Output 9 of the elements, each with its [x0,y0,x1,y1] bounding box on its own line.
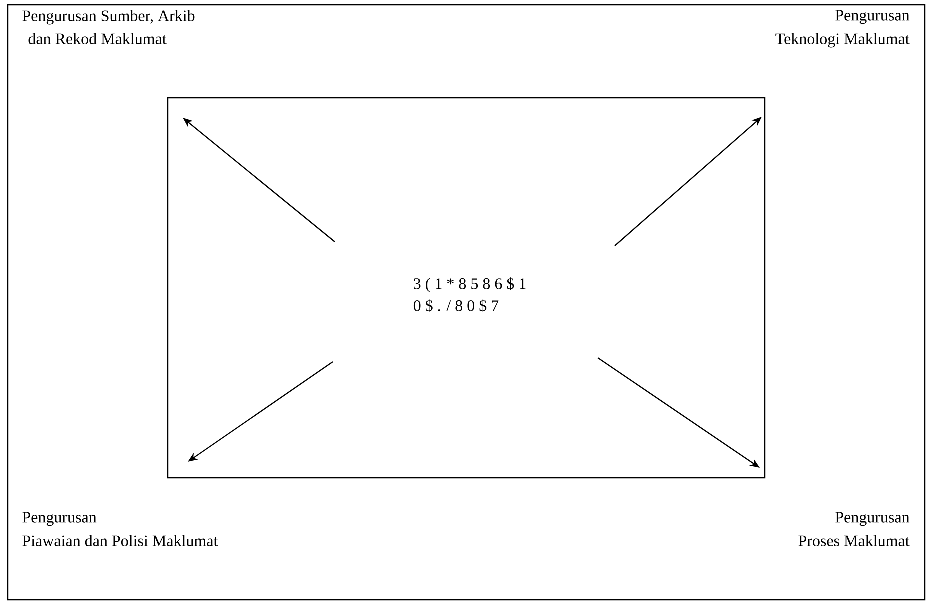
label-text: Pengurusan [836,10,910,24]
label-text: dan Rekod Maklumat [28,33,167,44]
label-text: Proses Maklumat [798,535,910,546]
label-text: Piawaian dan Polisi Maklumat [22,535,218,546]
label-text: Teknologi Maklumat [776,33,910,48]
label-text: Pengurusan [836,512,910,526]
label-text: Pengurusan Sumber, Arkib [22,10,195,25]
diagram-box: 3 ( 1 * 8 5 8 6 $ 1 0 $ . / 8 0 $ 7 [167,97,766,479]
label-text: Pengurusan [22,512,97,526]
